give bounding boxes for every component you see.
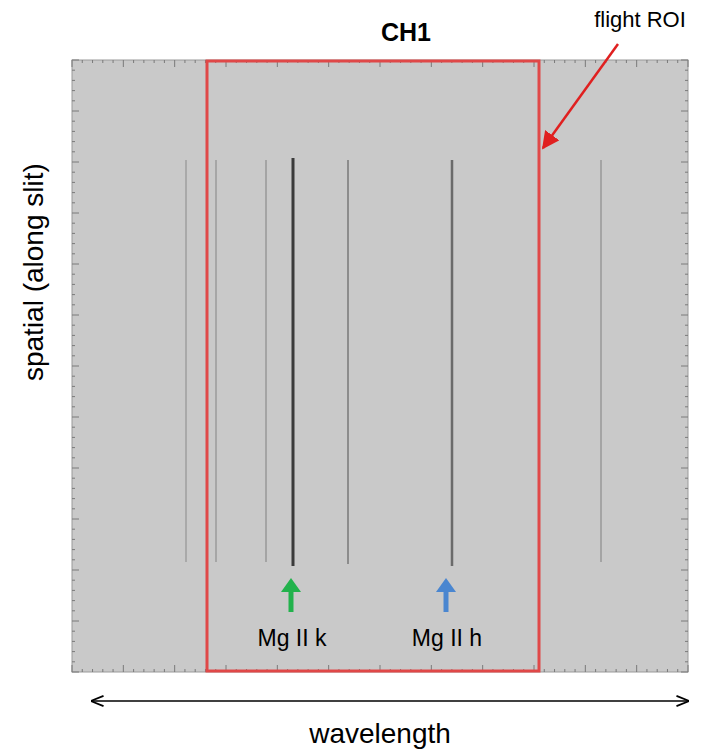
axis-label: wavelength [309,718,451,750]
channel-title: CH1 [381,18,431,47]
wavelength-arrow [92,700,688,702]
roi-label: flight ROI [594,7,686,32]
detector-frame [72,60,688,672]
line-label: Mg II h [412,625,482,651]
roi-rectangle [207,61,539,671]
axis-label: spatial (along slit) [18,163,50,381]
axis-ticks [72,60,688,672]
line-label: Mg II k [257,625,326,651]
roi-pointer [543,44,618,148]
line-markers [281,578,456,612]
